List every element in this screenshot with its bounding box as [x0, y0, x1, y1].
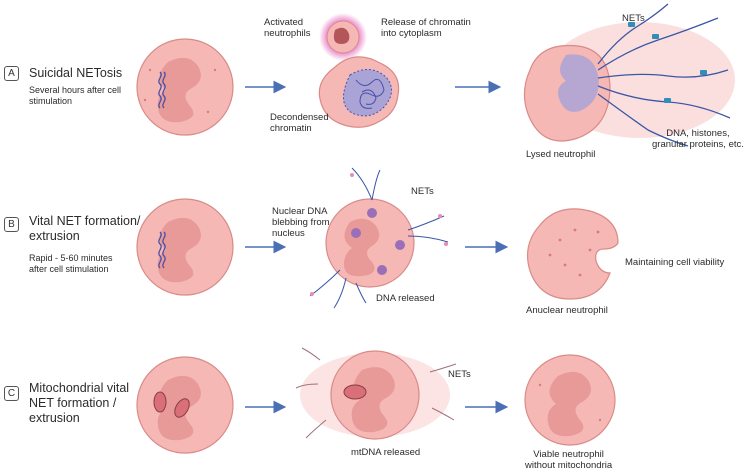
row-b-resting-neutrophil — [136, 198, 234, 296]
label-nuclear-dna-blebbing: Nuclear DNA blebbing from nucleus — [272, 206, 330, 239]
row-a-subtitle: Several hours after cell stimulation — [29, 85, 122, 106]
row-c-badge: C — [4, 386, 19, 401]
label-lysed-neutrophil: Lysed neutrophil — [526, 149, 596, 160]
label-nets-c: NETs — [448, 369, 471, 380]
row-a-resting-neutrophil — [136, 38, 234, 136]
row-c-viable-neutrophil — [524, 354, 616, 446]
row-c-resting-neutrophil — [136, 356, 234, 454]
row-b-title: Vital NET formation/ extrusion — [29, 214, 141, 243]
label-nets-b: NETs — [411, 186, 434, 197]
row-a-badge: A — [4, 66, 19, 81]
label-release-chromatin: Release of chromatin into cytoplasm — [381, 17, 471, 39]
label-mtdna-released: mtDNA released — [351, 447, 421, 458]
label-dna-released: DNA released — [376, 293, 435, 304]
row-a-activated-neutrophil — [319, 13, 367, 61]
row-b-badge: B — [4, 217, 19, 232]
row-a-lysed-neutrophil — [523, 3, 735, 147]
row-a-decondensed-cell — [318, 56, 400, 128]
row-b-vital-net-cell — [309, 167, 449, 309]
label-anuclear-neutrophil: Anuclear neutrophil — [526, 305, 608, 316]
row-c-title: Mitochondrial vital NET formation / extr… — [29, 381, 130, 425]
row-b-subtitle: Rapid - 5-60 minutes after cell stimulat… — [29, 253, 113, 274]
row-b-anuclear-neutrophil — [527, 208, 619, 300]
row-c-mito-net-cell — [295, 347, 457, 440]
label-decondensed-chromatin: Decondensed chromatin — [270, 112, 329, 134]
label-viable-neutrophil: Viable neutrophil without mitochondria — [525, 449, 613, 471]
label-maintaining-viability: Maintaining cell viability — [625, 257, 725, 268]
label-activated-neutrophils: Activated neutrophils — [264, 17, 311, 39]
row-a-title: Suicidal NETosis — [29, 66, 123, 80]
label-nets-a: NETs — [622, 13, 645, 24]
label-dna-histones: DNA, histones, granular proteins, etc. — [652, 128, 744, 150]
